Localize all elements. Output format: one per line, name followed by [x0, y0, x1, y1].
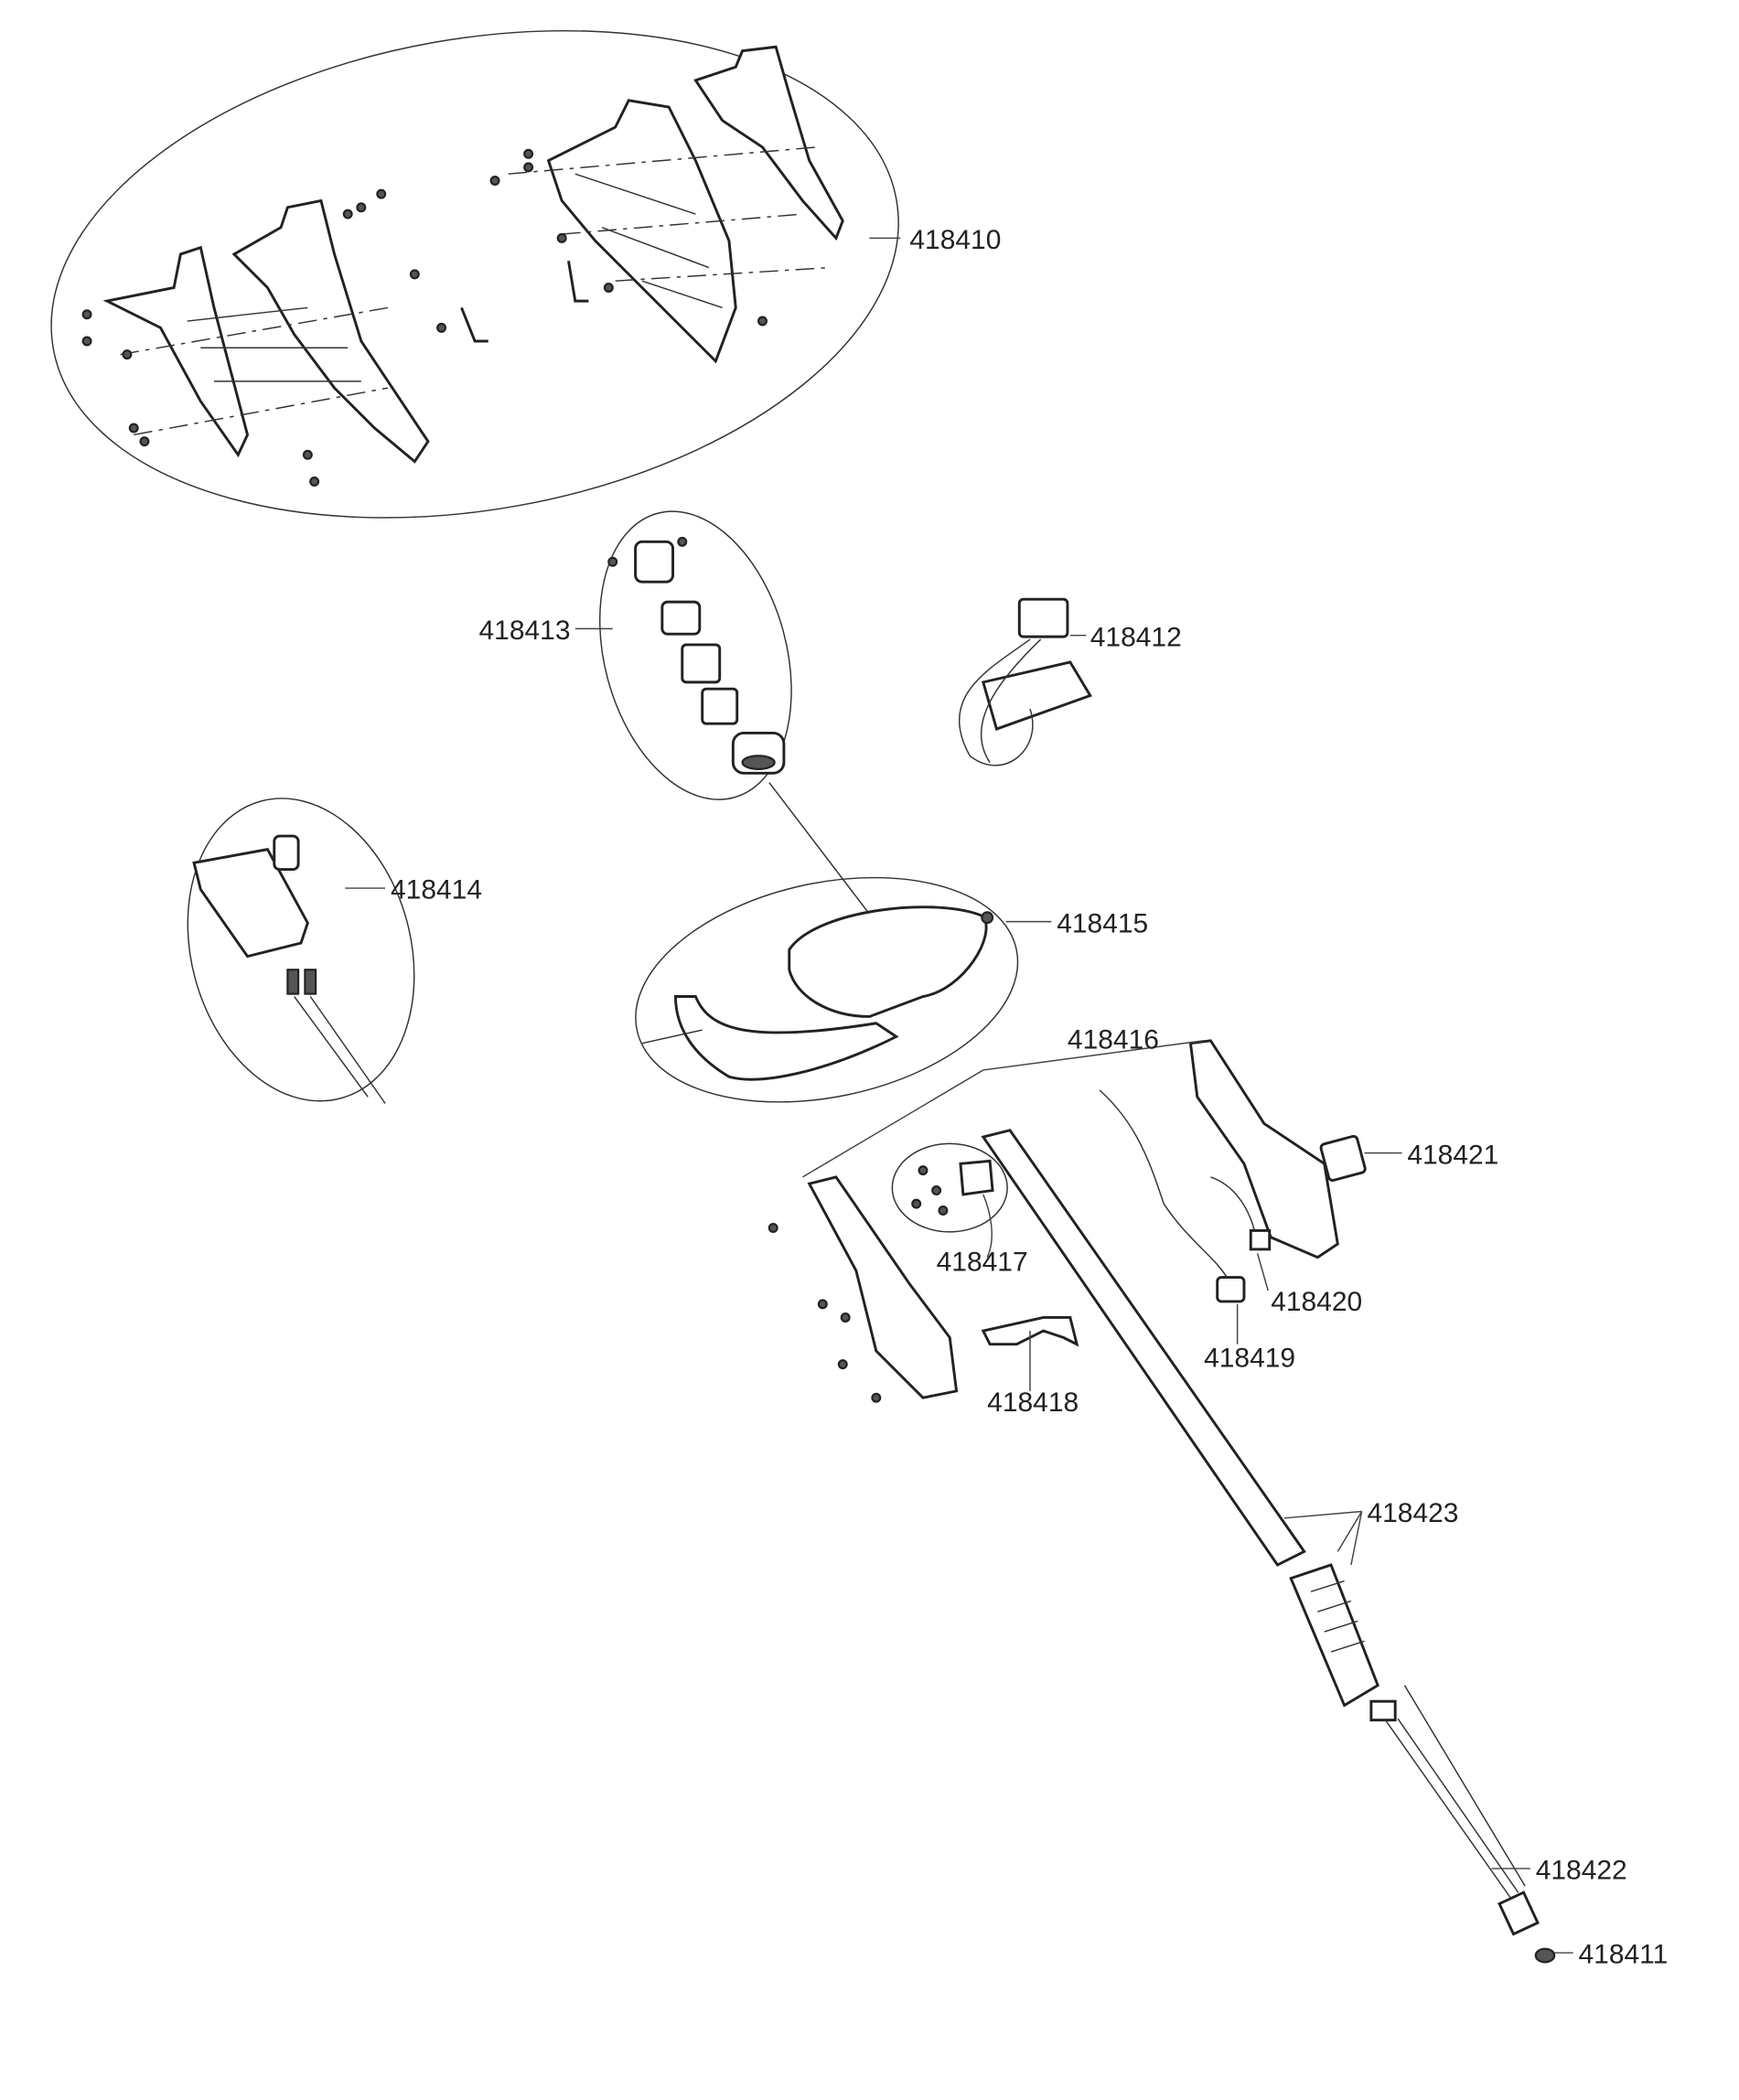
label-418419: 418419 [1204, 1344, 1295, 1374]
label-418422: 418422 [1536, 1856, 1627, 1886]
part-418413-stack [607, 536, 786, 775]
part-418422-cable [1369, 1685, 1540, 1936]
part-418411-nut [1534, 1947, 1556, 1964]
label-418410: 418410 [909, 225, 1001, 255]
part-base-assembly [81, 45, 844, 488]
label-418412: 418412 [1090, 622, 1182, 652]
part-418415-handle [641, 905, 994, 1081]
label-418421: 418421 [1407, 1140, 1498, 1170]
group-ellipse-418413 [598, 510, 792, 800]
part-418414-bracket [192, 834, 386, 1104]
part-418412-wire-harness [958, 597, 1092, 766]
group-ellipse-418410 [50, 29, 899, 519]
label-418415: 418415 [1057, 908, 1148, 938]
label-418423: 418423 [1367, 1498, 1458, 1528]
group-ellipse-418414 [187, 798, 415, 1102]
part-418421-block [1319, 1134, 1367, 1182]
label-418413: 418413 [479, 616, 571, 646]
group-ellipse-418415 [635, 876, 1019, 1103]
label-418420: 418420 [1271, 1287, 1362, 1317]
label-418418: 418418 [987, 1388, 1079, 1418]
group-ellipse-418417 [891, 1142, 1008, 1233]
label-418411: 418411 [1579, 1940, 1669, 1970]
label-418416: 418416 [1068, 1025, 1159, 1055]
label-418417: 418417 [937, 1247, 1028, 1277]
part-418419-switch-wire [1099, 1089, 1231, 1285]
part-418423-collar [1289, 1563, 1379, 1708]
part-418417-clip [911, 1159, 994, 1216]
label-418414: 418414 [391, 875, 482, 905]
part-418416-housing [768, 1039, 1339, 1403]
part-shaft-tube [981, 1129, 1306, 1567]
